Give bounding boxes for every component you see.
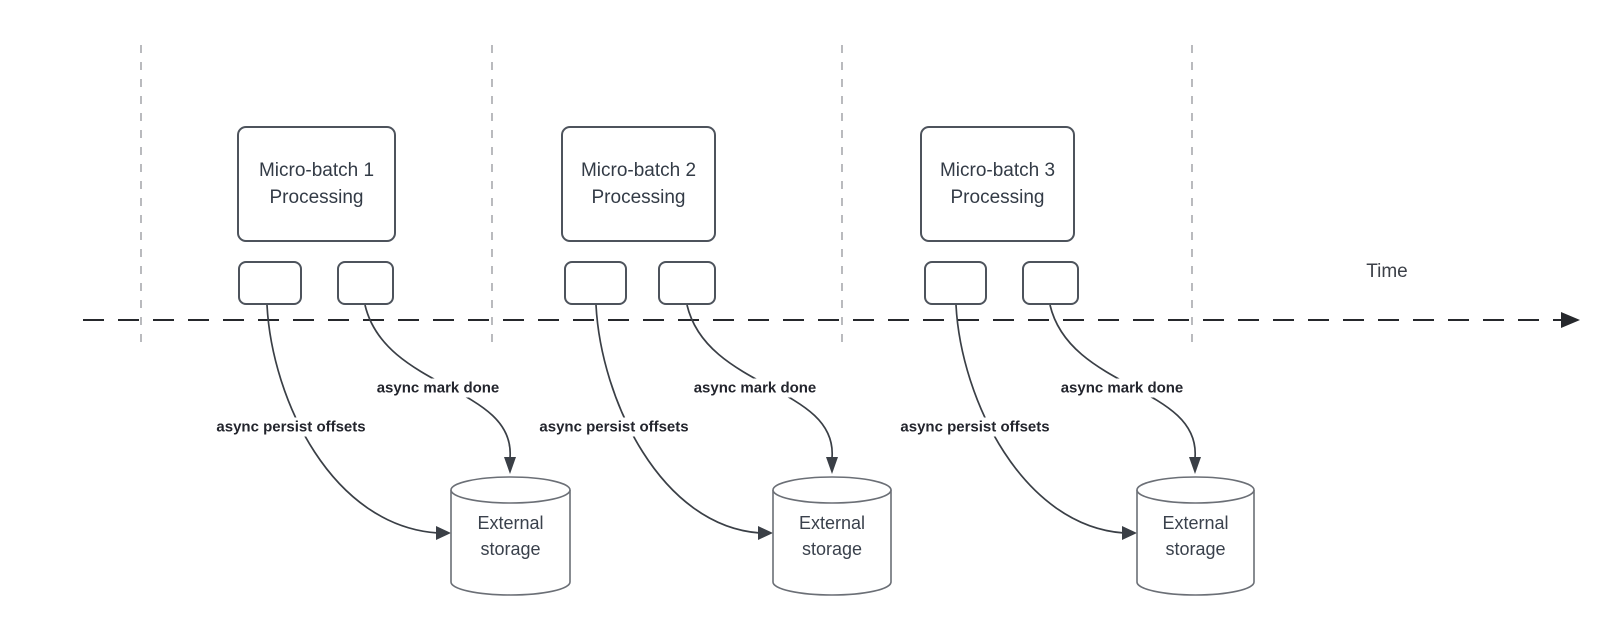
mark-done-arrowhead-icon: [504, 457, 516, 474]
persist-offsets-label: async persist offsets: [536, 417, 692, 437]
external-storage-label: External storage: [773, 504, 891, 568]
micro-batch-title-line2: Processing: [950, 187, 1045, 208]
mark-done-task-box: [337, 261, 394, 305]
external-storage-label: External storage: [451, 504, 570, 568]
storage-cylinder-icon: [772, 490, 892, 596]
storage-cylinder-icon: [450, 490, 571, 596]
persist-offsets-arrow: [595, 304, 761, 534]
mark-done-label: async mark done: [373, 378, 503, 398]
storage-cylinder-top-icon: [1136, 476, 1255, 504]
mark-done-task-box: [658, 261, 716, 305]
micro-batch-title-line2: Processing: [591, 187, 686, 208]
external-storage-line2: storage: [1165, 539, 1226, 559]
micro-batch-2-processing-box: Micro-batch 2 Processing: [561, 126, 716, 242]
micro-batch-1-processing-box: Micro-batch 1 Processing: [237, 126, 396, 242]
external-storage-line1: External: [1162, 513, 1229, 533]
external-storage-line1: External: [477, 513, 544, 533]
persist-offsets-arrow: [266, 304, 439, 534]
persist-offsets-task-box: [564, 261, 627, 305]
time-axis-arrowhead-icon: [1561, 312, 1580, 328]
micro-batch-title-line1: Micro-batch 2: [580, 160, 697, 181]
external-storage-line2: storage: [480, 539, 541, 559]
mark-done-label: async mark done: [690, 378, 820, 398]
micro-batch-title-line1: Micro-batch 3: [939, 160, 1056, 181]
external-storage-line1: External: [798, 513, 866, 533]
micro-batch-title-line2: Processing: [269, 187, 364, 208]
storage-cylinder-top-icon: [772, 476, 892, 504]
persist-offsets-label: async persist offsets: [897, 417, 1053, 437]
micro-batch-3-processing-box: Micro-batch 3 Processing: [920, 126, 1075, 242]
time-axis-label: Time: [1366, 261, 1408, 282]
micro-batch-title-line1: Micro-batch 1: [258, 160, 375, 181]
external-storage-line2: storage: [801, 539, 863, 559]
persist-offsets-arrowhead-icon: [436, 526, 451, 540]
persist-offsets-arrowhead-icon: [758, 526, 773, 540]
storage-cylinder-top-icon: [450, 476, 571, 504]
external-storage-label: External storage: [1137, 504, 1254, 568]
persist-offsets-task-box: [238, 261, 302, 305]
mark-done-label: async mark done: [1057, 378, 1187, 398]
storage-cylinder-icon: [1136, 490, 1255, 596]
persist-offsets-arrow: [955, 304, 1125, 534]
mark-done-task-box: [1022, 261, 1079, 305]
persist-offsets-arrowhead-icon: [1122, 526, 1137, 540]
persist-offsets-label: async persist offsets: [213, 417, 369, 437]
mark-done-arrowhead-icon: [1189, 457, 1201, 474]
persist-offsets-task-box: [924, 261, 987, 305]
mark-done-arrowhead-icon: [826, 457, 838, 474]
